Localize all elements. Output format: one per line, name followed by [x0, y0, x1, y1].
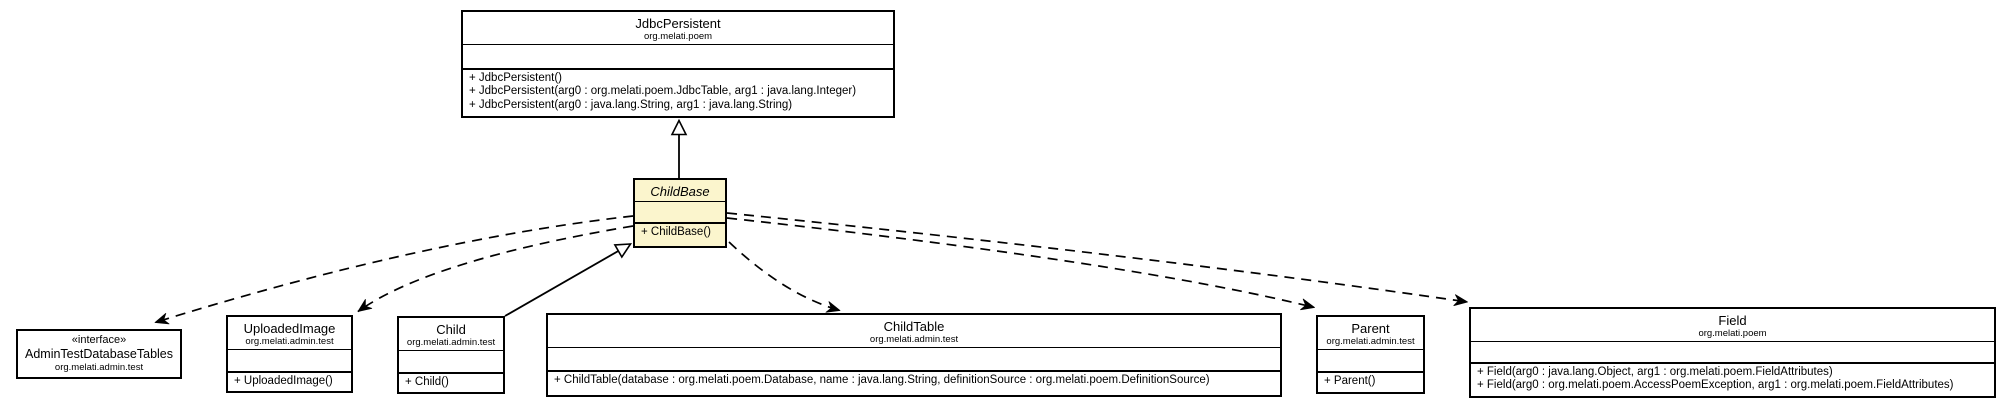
edge-dependency-childbase-to-field — [726, 212, 1468, 306]
attributes-compartment — [399, 350, 503, 372]
class-name: JdbcPersistent — [635, 16, 721, 31]
class-package: org.melati.admin.test — [406, 337, 496, 348]
class-box-admintestdatabasetables[interactable]: «interface» AdminTestDatabaseTables org.… — [16, 329, 182, 379]
attributes-compartment — [463, 44, 893, 68]
class-package: org.melati.admin.test — [54, 362, 144, 373]
class-package: org.melati.admin.test — [245, 336, 334, 347]
method-label: + Parent() — [1324, 375, 1376, 387]
methods-compartment: + Field(arg0 : java.lang.Object, arg1 : … — [1471, 362, 1994, 396]
class-title: UploadedImage org.melati.admin.test — [228, 317, 351, 349]
method-label: + JdbcPersistent() — [469, 72, 562, 84]
class-package: org.melati.admin.test — [869, 334, 959, 345]
methods-compartment: + ChildTable(database : org.melati.poem.… — [548, 370, 1280, 395]
stereotype-label: «interface» — [71, 334, 127, 346]
method-label: + Field(arg0 : java.lang.Object, arg1 : … — [1477, 366, 1833, 378]
edge-dependency-childbase-to-admintestdatabasetables — [154, 215, 634, 325]
class-box-childbase[interactable]: ChildBase + ChildBase() — [633, 178, 727, 248]
method-label: + ChildTable(database : org.melati.poem.… — [554, 374, 1210, 386]
methods-compartment: + JdbcPersistent() + JdbcPersistent(arg0… — [463, 68, 893, 116]
class-name: AdminTestDatabaseTables — [25, 347, 173, 361]
class-box-childtable[interactable]: ChildTable org.melati.admin.test + Child… — [546, 313, 1282, 397]
class-package: org.melati.admin.test — [1326, 336, 1415, 347]
class-title: Parent org.melati.admin.test — [1318, 317, 1423, 349]
class-name: Child — [436, 322, 466, 337]
class-title: JdbcPersistent org.melati.poem — [463, 12, 893, 44]
class-name: Parent — [1351, 321, 1390, 336]
method-label: + Field(arg0 : org.melati.poem.AccessPoe… — [1477, 379, 1954, 392]
class-box-field[interactable]: Field org.melati.poem + Field(arg0 : jav… — [1469, 307, 1996, 398]
class-box-child[interactable]: Child org.melati.admin.test + Child() — [397, 316, 505, 394]
attributes-compartment — [228, 349, 351, 371]
attributes-compartment — [548, 347, 1280, 370]
class-name: ChildTable — [883, 319, 945, 334]
edge-dependency-childbase-to-parent — [726, 217, 1315, 311]
attributes-compartment — [1471, 341, 1994, 362]
class-title: ChildBase — [635, 180, 725, 201]
class-title: Field org.melati.poem — [1471, 309, 1994, 341]
class-box-uploadedimage[interactable]: UploadedImage org.melati.admin.test + Up… — [226, 315, 353, 393]
attributes-compartment — [635, 201, 725, 222]
class-name: ChildBase — [650, 184, 710, 199]
method-label: + ChildBase() — [641, 226, 711, 238]
class-name: Field — [1718, 313, 1747, 328]
methods-compartment: + Parent() — [1318, 371, 1423, 392]
edge-dependency-childbase-to-childtable — [728, 241, 841, 313]
class-box-parent[interactable]: Parent org.melati.admin.test + Parent() — [1316, 315, 1425, 394]
class-box-jdbcpersistent[interactable]: JdbcPersistent org.melati.poem + JdbcPer… — [461, 10, 895, 118]
edge-generalization-child-to-childbase — [504, 243, 633, 317]
class-package: org.melati.poem — [1698, 328, 1767, 339]
class-title: Child org.melati.admin.test — [399, 318, 503, 350]
class-name: UploadedImage — [243, 321, 336, 336]
methods-compartment: + Child() — [399, 372, 503, 392]
method-label: + JdbcPersistent(arg0 : java.lang.String… — [469, 98, 793, 111]
class-package: org.melati.poem — [643, 31, 713, 42]
edge-dependency-childbase-to-uploadedimage — [357, 225, 634, 313]
methods-compartment: + UploadedImage() — [228, 371, 351, 391]
class-title: ChildTable org.melati.admin.test — [548, 315, 1280, 347]
class-title: «interface» AdminTestDatabaseTables org.… — [18, 331, 180, 375]
attributes-compartment — [1318, 349, 1423, 371]
methods-compartment: + ChildBase() — [635, 222, 725, 246]
method-label: + UploadedImage() — [234, 375, 333, 387]
method-label: + JdbcPersistent(arg0 : org.melati.poem.… — [469, 85, 857, 98]
method-label: + Child() — [405, 376, 449, 388]
